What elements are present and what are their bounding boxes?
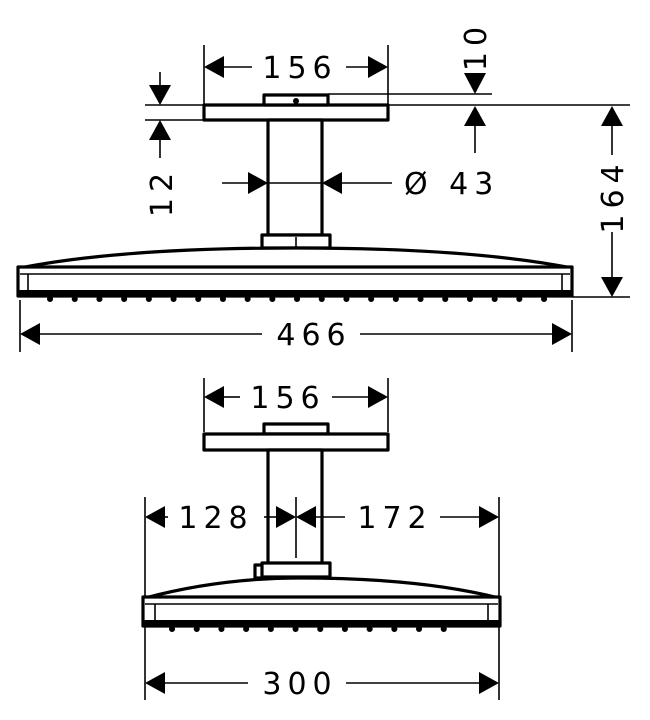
arrow-left (20, 323, 40, 345)
arrow-up (601, 106, 623, 126)
dimension-head-width-top: 466 (19, 300, 573, 353)
dimension-label: 10 (459, 21, 494, 71)
dimension-label: Ø 43 (404, 167, 499, 202)
nozzle-plate (18, 290, 572, 297)
bottom-view: 156 128 172 (141, 378, 502, 702)
dimension-pipe-diameter: Ø 43 (222, 167, 499, 202)
dimension-plate-width-bottom: 156 (203, 378, 389, 432)
dimension-label: 156 (262, 51, 337, 86)
arrow-right (479, 672, 499, 694)
head-connector (260, 561, 332, 579)
dimension-cap-height: 10 (328, 21, 630, 153)
dimension-total-height: 164 (572, 106, 631, 298)
arrow-right (552, 323, 572, 345)
nozzle-plate (143, 620, 500, 627)
shower-head-dome (18, 246, 574, 270)
dimension-label: 12 (145, 167, 180, 217)
arrow-up (464, 106, 486, 126)
arrow-left (145, 506, 165, 528)
arrow-down (464, 73, 486, 94)
top-view: 156 10 12 (16, 21, 631, 353)
shower-head-dome (143, 576, 501, 600)
arrow-left (296, 506, 316, 528)
shower-arm-pipe (266, 118, 324, 237)
arrow-up (149, 120, 171, 140)
arrow-down (149, 85, 171, 105)
arrow-left (145, 672, 165, 694)
dimension-label-left: 128 (178, 501, 253, 536)
screw-dot (293, 98, 299, 104)
dimension-label-right: 172 (357, 501, 432, 536)
dimension-offsets: 128 172 (144, 497, 500, 700)
arrow-right (248, 172, 268, 194)
dimension-label: 466 (276, 318, 351, 353)
arrow-right (368, 386, 388, 408)
dimension-head-width-bottom: 300 (145, 667, 499, 702)
dimension-plate-thickness: 12 (145, 72, 204, 217)
ceiling-plate (202, 432, 390, 452)
arrow-left (322, 172, 342, 194)
arrow-right (276, 506, 296, 528)
dimension-label: 300 (262, 667, 337, 702)
dimension-label: 164 (596, 158, 631, 233)
dimension-plate-width-top: 156 (203, 45, 389, 105)
arrow-right (368, 56, 388, 78)
arrow-left (204, 56, 224, 78)
arrow-left (204, 386, 224, 408)
ceiling-plate (202, 103, 390, 122)
arrow-right (479, 506, 499, 528)
dimension-label: 156 (250, 381, 325, 416)
arrow-down (601, 277, 623, 297)
